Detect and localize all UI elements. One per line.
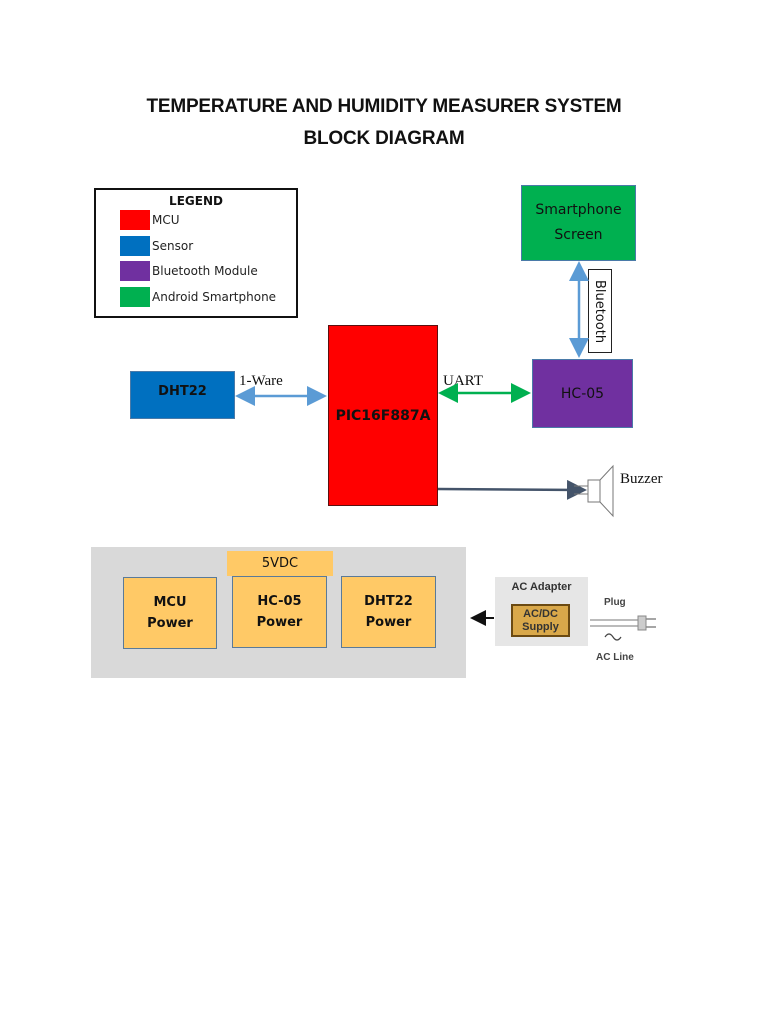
smartphone-label-line1: Smartphone: [535, 202, 622, 218]
power-unit-line2: Power: [256, 615, 303, 630]
power-unit-line2: Power: [147, 616, 193, 631]
legend-swatch-mcu: [120, 210, 150, 230]
power-rail-label: 5VDC: [261, 556, 299, 571]
legend-item-sensor: Sensor: [120, 236, 193, 256]
hc05-label: HC-05: [560, 385, 605, 402]
legend-label: MCU: [152, 213, 180, 227]
legend-swatch-bluetooth: [120, 261, 150, 281]
ac-wave-icon: [604, 633, 622, 641]
legend-label: Sensor: [152, 239, 194, 253]
plug-label: Plug: [604, 597, 626, 608]
legend-label: Bluetooth Module: [152, 264, 258, 278]
legend-label: Android Smartphone: [152, 290, 277, 304]
legend-swatch-sensor: [120, 236, 150, 256]
legend: LEGEND MCU Sensor Bluetooth Module Andro…: [94, 188, 298, 318]
smartphone-label-line2: Screen: [554, 227, 603, 243]
buzzer-icon: [574, 464, 614, 518]
power-unit-line2: Power: [365, 615, 412, 630]
mcu-label: PIC16F887A: [335, 407, 431, 424]
smartphone-screen-block: Smartphone Screen: [521, 185, 636, 261]
bluetooth-link-label-box: Bluetooth: [588, 269, 612, 353]
legend-item-bluetooth-module: Bluetooth Module: [120, 261, 258, 281]
supply-line2: Supply: [522, 620, 559, 633]
diagram-title-line2: BLOCK DIAGRAM: [303, 128, 465, 149]
legend-swatch-smartphone: [120, 287, 150, 307]
legend-item-mcu: MCU: [120, 210, 180, 230]
sensor-link-label: 1-Ware: [239, 373, 283, 389]
ac-line-label: AC Line: [596, 652, 634, 663]
legend-item-android-smartphone: Android Smartphone: [120, 287, 276, 307]
plug-icon: [590, 615, 656, 631]
mcu-block: PIC16F887A: [328, 325, 438, 506]
dht22-block: DHT22: [130, 371, 235, 419]
power-unit-line1: DHT22: [364, 594, 413, 609]
hc05-block: HC-05: [532, 359, 633, 428]
hc05-power-block: HC-05 Power: [232, 576, 327, 648]
power-rail-label-box: 5VDC: [227, 551, 333, 576]
power-unit-line1: MCU: [153, 595, 187, 610]
buzzer-label: Buzzer: [620, 471, 663, 487]
mcu-power-block: MCU Power: [123, 577, 217, 649]
buzzer-arrow: [437, 479, 587, 500]
power-unit-line1: HC-05: [257, 594, 302, 609]
supply-line1: AC/DC: [523, 607, 558, 620]
ac-dc-supply-block: AC/DC Supply: [511, 604, 570, 637]
dht22-power-block: DHT22 Power: [341, 576, 436, 648]
dht22-label: DHT22: [158, 383, 207, 399]
diagram-title-line1: TEMPERATURE AND HUMIDITY MEASURER SYSTEM: [146, 96, 622, 117]
legend-title: LEGEND: [169, 194, 223, 208]
ac-adapter: AC Adapter AC/DC Supply: [495, 577, 588, 646]
ac-adapter-title: AC Adapter: [511, 581, 572, 593]
